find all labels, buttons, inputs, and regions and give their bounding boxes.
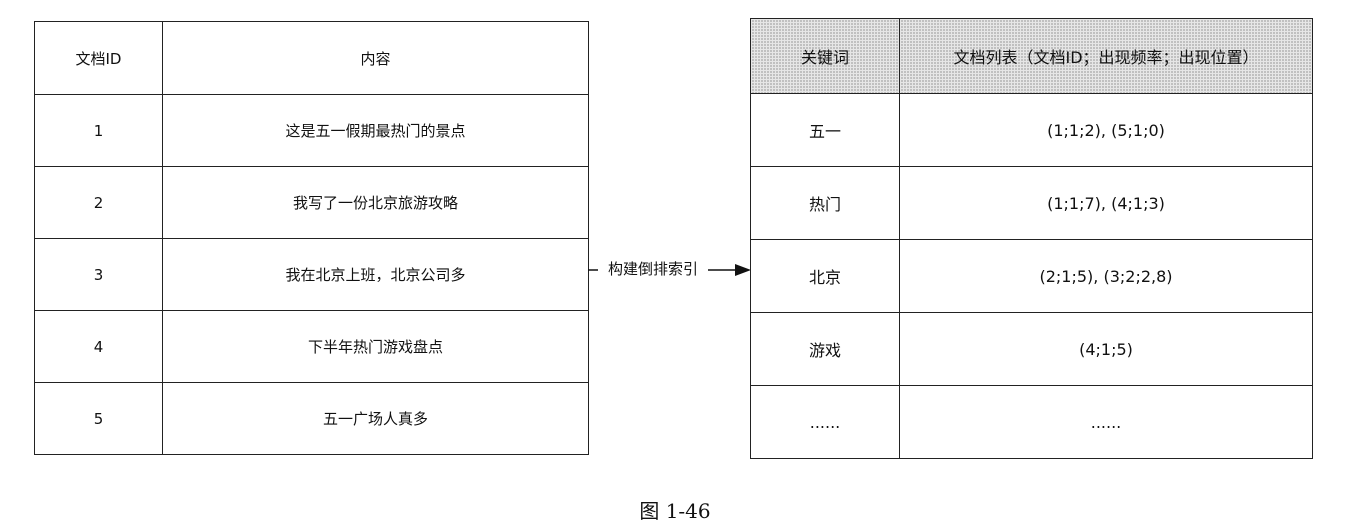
doc-content-cell: 这是五一假期最热门的景点	[162, 94, 589, 167]
keyword-cell: 游戏	[750, 312, 900, 386]
posting-list-cell: (2;1;5), (3;2;2,8)	[899, 239, 1313, 313]
doc-content-cell: 下半年热门游戏盘点	[162, 310, 589, 383]
table-header-row: 关键词 文档列表（文档ID；出现频率；出现位置）	[750, 18, 1313, 94]
column-header-content: 内容	[162, 21, 589, 95]
doc-content-cell: 五一广场人真多	[162, 382, 589, 455]
column-header-doc-id: 文档ID	[34, 21, 163, 95]
posting-list-cell: (1;1;7), (4;1;3)	[899, 166, 1313, 240]
posting-list-cell: ......	[899, 385, 1313, 459]
table-row: ...... ......	[750, 385, 1313, 459]
document-table: 文档ID 内容 1 这是五一假期最热门的景点 2 我写了一份北京旅游攻略 3 我…	[34, 21, 589, 455]
table-row: 1 这是五一假期最热门的景点	[34, 94, 589, 167]
keyword-cell: 北京	[750, 239, 900, 313]
doc-id-cell: 3	[34, 238, 163, 311]
posting-list-cell: (4;1;5)	[899, 312, 1313, 386]
doc-id-cell: 1	[34, 94, 163, 167]
column-header-keyword: 关键词	[750, 18, 900, 94]
arrow-label: 构建倒排索引	[598, 259, 708, 279]
table-header-row: 文档ID 内容	[34, 21, 589, 95]
doc-content-cell: 我写了一份北京旅游攻略	[162, 166, 589, 239]
table-row: 2 我写了一份北京旅游攻略	[34, 166, 589, 239]
table-row: 热门 (1;1;7), (4;1;3)	[750, 166, 1313, 240]
table-row: 五一 (1;1;2), (5;1;0)	[750, 93, 1313, 167]
inverted-index-table: 关键词 文档列表（文档ID；出现频率；出现位置） 五一 (1;1;2), (5;…	[750, 18, 1313, 459]
table-row: 4 下半年热门游戏盘点	[34, 310, 589, 383]
arrowhead-icon	[735, 264, 751, 276]
doc-id-cell: 5	[34, 382, 163, 455]
doc-content-cell: 我在北京上班，北京公司多	[162, 238, 589, 311]
doc-id-cell: 2	[34, 166, 163, 239]
keyword-cell: ......	[750, 385, 900, 459]
table-row: 北京 (2;1;5), (3;2;2,8)	[750, 239, 1313, 313]
posting-list-cell: (1;1;2), (5;1;0)	[899, 93, 1313, 167]
figure-caption: 图 1-46	[639, 499, 711, 523]
keyword-cell: 五一	[750, 93, 900, 167]
table-row: 3 我在北京上班，北京公司多	[34, 238, 589, 311]
keyword-cell: 热门	[750, 166, 900, 240]
doc-id-cell: 4	[34, 310, 163, 383]
table-row: 5 五一广场人真多	[34, 382, 589, 455]
column-header-posting-list: 文档列表（文档ID；出现频率；出现位置）	[899, 18, 1313, 94]
table-row: 游戏 (4;1;5)	[750, 312, 1313, 386]
